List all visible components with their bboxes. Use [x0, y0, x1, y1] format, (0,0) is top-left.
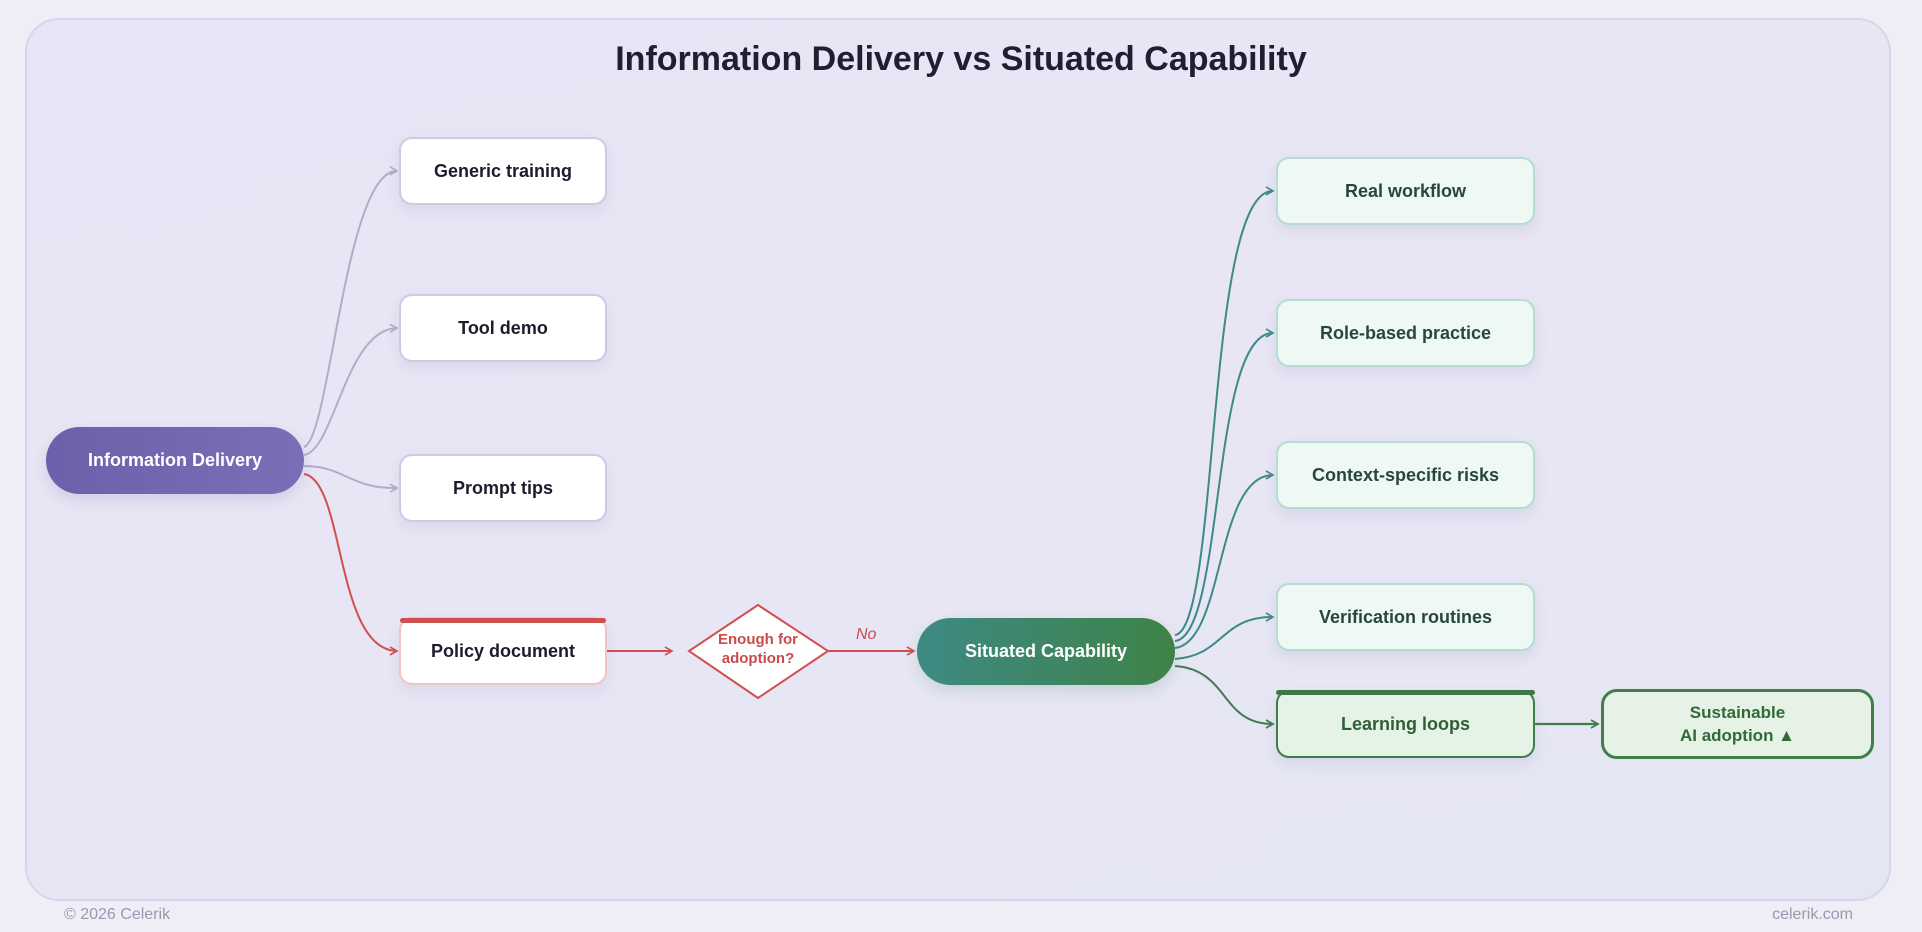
edge-info-generic [303, 166, 399, 448]
no-edge-label: No [856, 626, 877, 643]
context-specific-risks-node: Context-specific risks [1276, 441, 1535, 509]
edge-cap-role [1174, 328, 1275, 642]
sustainable-adoption-node: Sustainable AI adoption ▲ [1601, 689, 1874, 759]
edge-info-tool [303, 323, 399, 456]
role-based-practice-node: Role-based practice [1276, 299, 1535, 367]
learning-loops-node: Learning loops [1276, 690, 1535, 758]
diagram-panel [25, 18, 1891, 901]
decision-label: Enough for adoption? [690, 630, 826, 668]
edge-cap-workflow [1174, 186, 1275, 636]
verification-routines-node: Verification routines [1276, 583, 1535, 651]
situated-capability-node: Situated Capability [917, 618, 1175, 685]
warning-bar [400, 618, 606, 623]
edge-cap-verification [1174, 612, 1275, 660]
page-title: Information Delivery vs Situated Capabil… [615, 40, 1307, 78]
decision-label-line1: Enough for [718, 631, 798, 648]
site-link[interactable]: celerik.com [1772, 906, 1853, 923]
real-workflow-node: Real workflow [1276, 157, 1535, 225]
edge-info-prompt [303, 465, 399, 493]
generic-training-node: Generic training [399, 137, 607, 205]
decision-label-line2: adoption? [721, 650, 795, 667]
edge-info-policy [303, 473, 399, 656]
tool-demo-node: Tool demo [399, 294, 607, 362]
copyright-text: © 2026 Celerik [64, 906, 171, 923]
decision-diamond [687, 603, 830, 700]
information-delivery-node: Information Delivery [46, 427, 304, 494]
outcome-line1: Sustainable [1689, 703, 1786, 722]
edge-cap-context [1174, 470, 1275, 649]
policy-document-node: Policy document [399, 617, 607, 685]
highlight-bar [1276, 690, 1535, 695]
prompt-tips-node: Prompt tips [399, 454, 607, 522]
edge-cap-learning [1174, 665, 1275, 729]
outcome-line2: AI adoption ▲ [1679, 726, 1796, 745]
